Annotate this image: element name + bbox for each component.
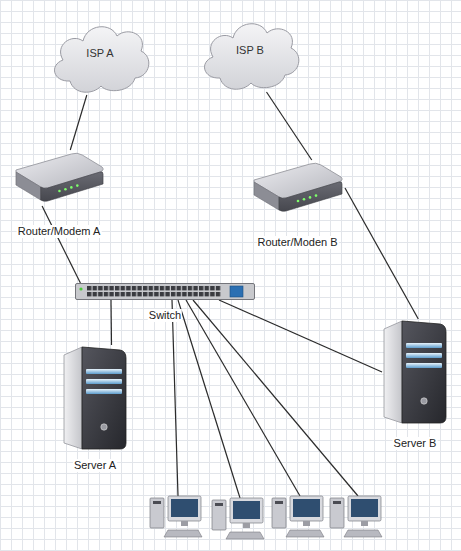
network-cable bbox=[172, 300, 178, 496]
node-text: ISP A bbox=[86, 47, 113, 60]
node-label: Router/Modem A bbox=[17, 225, 102, 238]
node-label: Server A bbox=[73, 459, 117, 472]
node-label: Server B bbox=[393, 437, 438, 450]
network-link bbox=[219, 300, 382, 372]
network-switch-icon bbox=[75, 283, 255, 300]
network-link bbox=[110, 300, 112, 345]
network-switch: Switch bbox=[75, 283, 255, 300]
network-link bbox=[42, 206, 80, 283]
router-modem: Router/Moden B bbox=[250, 160, 345, 216]
server-tower-icon bbox=[62, 345, 128, 451]
router-modem-icon bbox=[250, 160, 345, 216]
isp-cloud-shape bbox=[55, 27, 149, 93]
node-label: Switch bbox=[148, 309, 182, 322]
workstation-icon bbox=[330, 496, 382, 537]
network-cable bbox=[178, 300, 240, 498]
router-modem-icon bbox=[12, 150, 106, 206]
workstation-icon bbox=[272, 496, 324, 537]
router-modem: Router/Modem A bbox=[12, 150, 106, 206]
isp-cloud: ISP B bbox=[195, 12, 305, 92]
server-tower-icon bbox=[382, 319, 448, 425]
node-text: ISP B bbox=[236, 44, 264, 57]
router-modem-shape bbox=[254, 163, 342, 211]
network-link bbox=[345, 188, 418, 319]
network-cable bbox=[193, 300, 358, 496]
server-tower: Server A bbox=[62, 345, 128, 451]
server-tower: Server B bbox=[382, 319, 448, 425]
server-tower-shape bbox=[64, 347, 126, 449]
router-modem-shape bbox=[16, 153, 103, 201]
network-switch-shape bbox=[76, 284, 255, 300]
network-cable bbox=[186, 300, 300, 496]
workstation-wires bbox=[172, 300, 358, 498]
isp-cloud-shape bbox=[205, 24, 299, 90]
network-link bbox=[70, 95, 87, 150]
isp-cloud: ISP A bbox=[45, 15, 155, 95]
workstation-icon bbox=[150, 496, 202, 537]
network-link bbox=[267, 92, 312, 160]
workstation-icon bbox=[212, 498, 264, 539]
server-tower-shape bbox=[384, 321, 446, 423]
node-label: Router/Moden B bbox=[256, 236, 338, 249]
